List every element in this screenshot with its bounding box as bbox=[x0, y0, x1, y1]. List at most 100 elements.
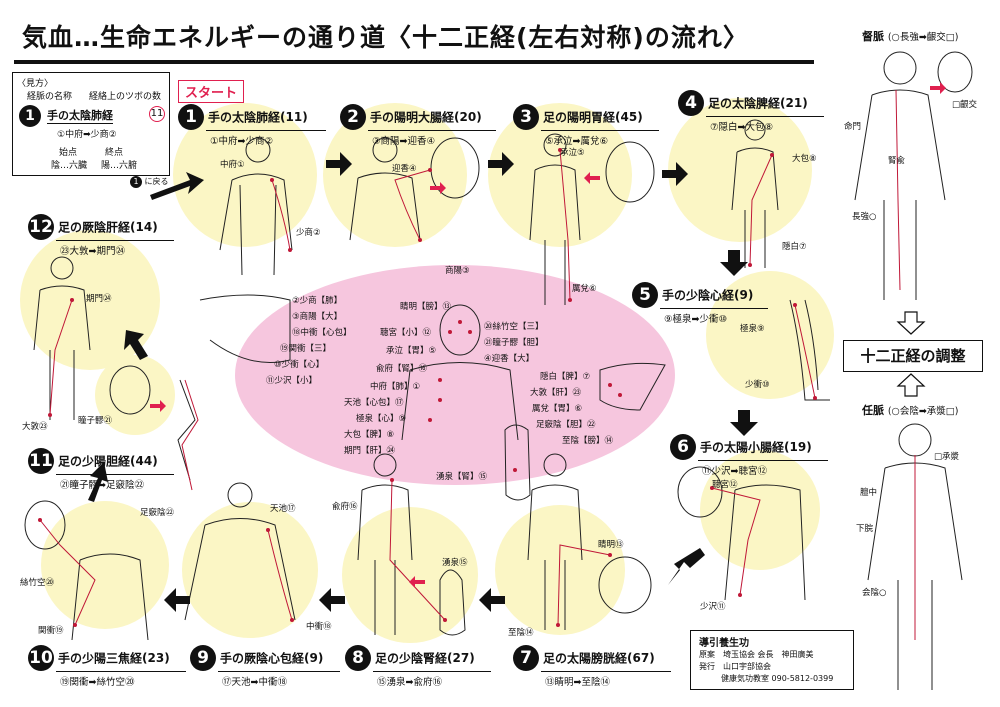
meridian-underline bbox=[660, 308, 768, 309]
adjust-box: 十二正経の調整 bbox=[843, 340, 983, 372]
page-title: 気血…生命エネルギーの通り道〈十二正経(左右対称)の流れ〉 bbox=[22, 23, 749, 52]
center-foot-label: 足竅陰【胆】㉒ bbox=[536, 420, 596, 430]
point-label: 絲竹空⑳ bbox=[20, 578, 55, 588]
meridian-count: (23) bbox=[142, 651, 170, 665]
legend-start-example: 陰…六臓 bbox=[51, 161, 88, 171]
meridian-underline bbox=[56, 671, 186, 672]
meridian-name: 手の厥陰心包経 bbox=[220, 651, 305, 666]
meridian-points: ⑪少沢➡聴宮⑫ bbox=[702, 466, 767, 477]
meridian-count: (9) bbox=[734, 288, 754, 302]
point-label: 商陽③ bbox=[445, 266, 470, 276]
center-body-label: 極泉【心】⑨ bbox=[356, 414, 407, 424]
legend-start-label: 始点 bbox=[59, 148, 78, 158]
conception-label: 膻中 bbox=[860, 488, 878, 498]
meridian-name: 足の太陰脾経 bbox=[708, 96, 781, 111]
governor-label: 命門 bbox=[844, 122, 862, 132]
meridian-num: 5 bbox=[632, 282, 658, 308]
back-to-1-label: 1 に戻る bbox=[130, 176, 169, 188]
credit-box: 導引養生功 原案 埼玉協会 会長 神田廣美 発行 山口宇部協会 健康気功教室 0… bbox=[690, 630, 854, 690]
center-foot-label: 厲兌【胃】⑥ bbox=[532, 404, 583, 414]
center-body-label: 天池【心包】⑰ bbox=[344, 398, 404, 408]
meridian-points: ⑨極泉➡少衝⑩ bbox=[664, 314, 727, 325]
meridian-num: 8 bbox=[345, 645, 371, 671]
center-face-label: 兪府【腎】⑯ bbox=[376, 364, 428, 374]
center-body-label: 大包【脾】⑧ bbox=[344, 430, 395, 440]
center-hand-label: ③商陽【大】 bbox=[292, 312, 343, 322]
center-foot-label: 隠白【脾】⑦ bbox=[540, 372, 591, 382]
point-label: 足竅陰㉒ bbox=[140, 508, 175, 518]
legend-end-label: 終点 bbox=[105, 148, 124, 158]
meridian-name: 手の太陽小腸経 bbox=[700, 440, 785, 455]
meridian-underline bbox=[541, 671, 671, 672]
meridian-points: ⑲関衝➡絲竹空⑳ bbox=[60, 677, 135, 688]
center-foot-label: 至陰【膀】⑭ bbox=[562, 436, 614, 446]
meridian-num: 3 bbox=[513, 104, 539, 130]
center-hand-label: ⑲関衝【三】 bbox=[280, 344, 332, 354]
meridian-underline bbox=[56, 474, 174, 475]
center-face-label: ⑳絲竹空【三】 bbox=[484, 322, 544, 332]
meridian-name: 手の陽明大腸経 bbox=[370, 110, 455, 125]
center-body-label: 期門【肝】㉔ bbox=[344, 446, 396, 456]
point-label: 天池⑰ bbox=[270, 504, 296, 514]
point-label: 承泣⑤ bbox=[560, 148, 585, 158]
meridian-count: (44) bbox=[130, 454, 158, 468]
meridian-num: 6 bbox=[670, 434, 696, 460]
meridian-num: 7 bbox=[513, 645, 539, 671]
legend-example-points: ①中府➡少商② bbox=[57, 130, 117, 140]
point-label: 睛明⑬ bbox=[598, 540, 624, 550]
meridian-count: (21) bbox=[780, 96, 808, 110]
meridian-num: 12 bbox=[28, 214, 54, 240]
point-label: 隠白⑦ bbox=[782, 242, 807, 252]
meridian-points: ㉑瞳子髎➡足竅陰㉒ bbox=[60, 480, 144, 491]
meridian-points: ⑤承泣➡厲兌⑥ bbox=[545, 136, 608, 147]
meridian-count: (11) bbox=[280, 110, 308, 124]
point-label: 中衝⑱ bbox=[306, 622, 332, 632]
point-label: 少衝⑩ bbox=[745, 380, 770, 390]
center-foot-label: 大敦【肝】㉓ bbox=[530, 388, 582, 398]
meridian-name: 手の少陰心経 bbox=[662, 288, 735, 303]
meridian-points: ⑮湧泉➡兪府⑯ bbox=[377, 677, 442, 688]
point-label: 兪府⑯ bbox=[332, 502, 358, 512]
legend-heading: 〈見方〉 bbox=[17, 79, 54, 89]
governor-label: 長強○ bbox=[852, 212, 877, 222]
meridian-num: 11 bbox=[28, 448, 54, 474]
center-face-label: ④迎香【大】 bbox=[484, 354, 535, 364]
meridian-count: (45) bbox=[615, 110, 643, 124]
center-face-label: 聴宮【小】⑫ bbox=[380, 328, 432, 338]
governor-name: 督脈 bbox=[862, 30, 884, 43]
center-hand-label: ⑪少沢【小】 bbox=[266, 376, 318, 386]
conception-label: 会陰○ bbox=[862, 588, 887, 598]
point-label: 少商② bbox=[296, 228, 321, 238]
point-label: 少沢⑪ bbox=[700, 602, 726, 612]
meridian-points: ③商陽➡迎香④ bbox=[372, 136, 435, 147]
meridian-5: 5 手の少陰心経(9) ⑨極泉➡少衝⑩ bbox=[632, 282, 768, 325]
meridian-count: (9) bbox=[304, 651, 324, 665]
meridian-name: 足の陽明胃経 bbox=[543, 110, 616, 125]
meridian-num: 4 bbox=[678, 90, 704, 116]
center-foot-label: 湧泉【腎】⑮ bbox=[436, 472, 488, 482]
conception-label: □承漿 bbox=[934, 452, 960, 462]
governor-label: 腎兪 bbox=[888, 156, 906, 166]
point-label: 厲兌⑥ bbox=[572, 284, 597, 294]
center-face-label: 承泣【胃】⑤ bbox=[386, 346, 437, 356]
point-label: 大包⑧ bbox=[792, 154, 817, 164]
meridian-name: 手の太陰肺経 bbox=[208, 110, 281, 125]
meridian-points: ⑬睛明➡至陰⑭ bbox=[545, 677, 610, 688]
legend-box: 〈見方〉 経脈の名称 経絡上のツボの数 1 手の太陰肺経 11 ①中府➡少商② … bbox=[12, 72, 170, 176]
governor-label: □齦交 bbox=[952, 100, 978, 110]
meridian-3: 3 足の陽明胃経(45) ⑤承泣➡厲兌⑥ bbox=[513, 104, 659, 147]
conception-label: 下脘 bbox=[856, 524, 874, 534]
meridian-num: 10 bbox=[28, 645, 54, 671]
governor-points: (○長強➡齦交□) bbox=[887, 32, 959, 43]
point-label: 中府① bbox=[220, 160, 245, 170]
meridian-underline bbox=[368, 130, 496, 131]
credit-line: 原案 埼玉協会 会長 神田廣美 bbox=[699, 650, 814, 659]
title-rule bbox=[14, 60, 814, 64]
